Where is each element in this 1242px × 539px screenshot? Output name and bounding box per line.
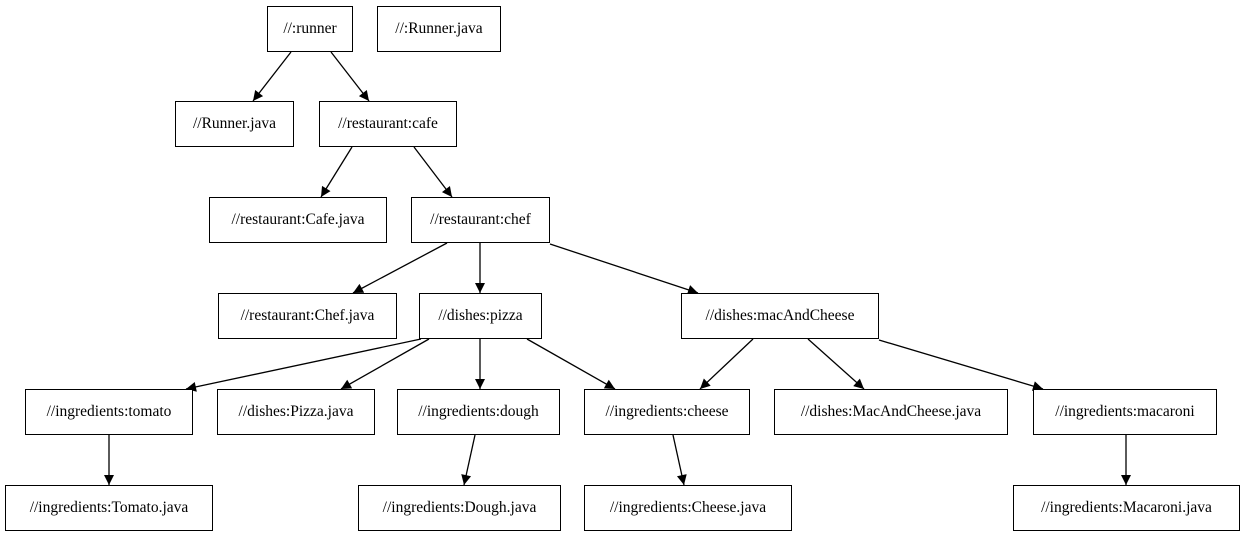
graph-node-runner: //:runner xyxy=(267,6,353,52)
graph-edge-cafe-to-cafe-java xyxy=(320,146,353,198)
graph-edge-cafe-to-chef xyxy=(413,146,453,198)
graph-edge-dough-to-dough-java xyxy=(461,434,476,486)
graph-node-cafe-java: //restaurant:Cafe.java xyxy=(209,197,387,243)
graph-node-runner-java-root: //:Runner.java xyxy=(377,6,501,52)
graph-edge-mac-and-cheese-to-cheese xyxy=(699,338,754,390)
graph-node-label: //dishes:Pizza.java xyxy=(238,403,354,421)
graph-node-label: //:Runner.java xyxy=(395,20,483,38)
graph-node-label: //restaurant:chef xyxy=(430,211,531,229)
graph-node-label: //dishes:pizza xyxy=(438,307,523,325)
graph-node-label: //Runner.java xyxy=(192,115,277,133)
graph-node-label: //ingredients:Tomato.java xyxy=(29,499,189,517)
graph-edge-chef-to-mac-and-cheese xyxy=(549,243,699,295)
graph-node-dough-java: //ingredients:Dough.java xyxy=(358,485,561,531)
graph-node-label: //dishes:MacAndCheese.java xyxy=(800,403,982,421)
graph-edge-pizza-to-pizza-java xyxy=(340,338,430,390)
graph-node-label: //restaurant:Chef.java xyxy=(240,307,375,325)
graph-edge-mac-and-cheese-to-mac-and-cheese-java xyxy=(807,338,865,390)
graph-node-label: //ingredients:Cheese.java xyxy=(609,499,767,517)
graph-node-mac-and-cheese-java: //dishes:MacAndCheese.java xyxy=(774,389,1008,435)
graph-node-macaroni-java: //ingredients:Macaroni.java xyxy=(1013,485,1240,531)
graph-node-label: //ingredients:dough xyxy=(418,403,539,421)
graph-node-macaroni: //ingredients:macaroni xyxy=(1033,389,1217,435)
graph-node-dough: //ingredients:dough xyxy=(397,389,560,435)
graph-edge-chef-to-chef-java xyxy=(352,242,448,294)
graph-edge-cheese-to-cheese-java xyxy=(672,434,687,486)
graph-node-cafe: //restaurant:cafe xyxy=(319,101,457,147)
graph-edge-mac-and-cheese-to-macaroni xyxy=(878,339,1044,391)
graph-node-label: //ingredients:Dough.java xyxy=(382,499,537,517)
graph-node-tomato-java: //ingredients:Tomato.java xyxy=(5,485,213,531)
graph-node-cheese: //ingredients:cheese xyxy=(584,389,750,435)
graph-node-label: //ingredients:cheese xyxy=(605,403,729,421)
graph-edge-runner-to-cafe xyxy=(330,51,370,102)
graph-node-pizza: //dishes:pizza xyxy=(419,293,542,339)
graph-node-label: //ingredients:macaroni xyxy=(1055,403,1195,421)
graph-node-chef: //restaurant:chef xyxy=(411,197,550,243)
graph-node-cheese-java: //ingredients:Cheese.java xyxy=(584,485,792,531)
graph-edge-runner-to-runner-java xyxy=(252,51,292,102)
graph-node-chef-java: //restaurant:Chef.java xyxy=(218,293,397,339)
graph-node-mac-and-cheese: //dishes:macAndCheese xyxy=(681,293,879,339)
graph-edge-pizza-to-cheese xyxy=(526,338,616,390)
graph-node-label: //ingredients:tomato xyxy=(46,403,172,421)
graph-node-label: //:runner xyxy=(283,20,337,38)
graph-edge-pizza-to-tomato xyxy=(185,338,422,392)
graph-node-label: //restaurant:cafe xyxy=(338,115,438,133)
graph-node-label: //dishes:macAndCheese xyxy=(705,307,855,325)
graph-node-label: //restaurant:Cafe.java xyxy=(231,211,365,229)
graph-node-runner-java: //Runner.java xyxy=(175,101,294,147)
graph-node-tomato: //ingredients:tomato xyxy=(25,389,193,435)
graph-node-pizza-java: //dishes:Pizza.java xyxy=(217,389,375,435)
graph-node-label: //ingredients:Macaroni.java xyxy=(1041,499,1212,517)
